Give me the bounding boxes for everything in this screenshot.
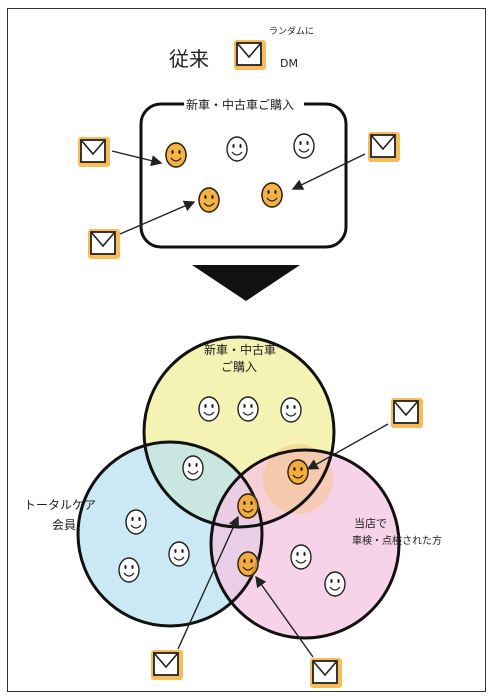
smiley-face-icon xyxy=(237,396,259,422)
smiley-face-icon xyxy=(286,458,310,486)
smiley-face-icon xyxy=(236,492,260,520)
diagram-frame: 従来 ランダムに DM 新車・中古車ご購入 新車・中古車 ご購入 トータルケア … xyxy=(7,8,486,692)
arrow xyxy=(119,200,196,235)
inspection-label-line1: 当店で xyxy=(354,516,387,530)
envelope-icon xyxy=(367,131,401,163)
new-car-label-line1: 新車・中古車 xyxy=(204,342,276,357)
smiley-face-icon xyxy=(280,397,302,423)
smiley-face-icon xyxy=(197,186,221,214)
envelope-icon xyxy=(390,397,424,429)
note-random-label: ランダムに xyxy=(269,25,314,37)
arrow xyxy=(177,515,240,650)
diagram-canvas: 従来 ランダムに DM 新車・中古車ご購入 新車・中古車 ご購入 トータルケア … xyxy=(24,25,442,689)
envelope-icon xyxy=(77,136,111,168)
smiley-face-icon xyxy=(324,571,346,597)
circle-inspection xyxy=(211,450,399,638)
smiley-face-icon xyxy=(236,550,260,578)
envelope-icon xyxy=(87,228,121,260)
box-label: 新車・中古車ご購入 xyxy=(186,97,294,112)
legend-envelope-icon xyxy=(233,39,267,71)
arrow xyxy=(291,153,366,190)
total-care-label-line1: トータルケア xyxy=(24,498,96,512)
venn-diagram xyxy=(76,335,401,640)
smiley-face-icon xyxy=(198,396,220,422)
smiley-face-icon xyxy=(293,133,315,159)
envelope-icon xyxy=(309,657,343,689)
arrow xyxy=(111,150,163,167)
smiley-face-icon xyxy=(290,544,312,570)
smiley-face-icon xyxy=(260,181,284,209)
arrow xyxy=(306,423,389,470)
note-dm-label: DM xyxy=(280,57,298,70)
arrow xyxy=(255,575,314,658)
inspection-label-line2: 車検・点検された方 xyxy=(352,534,442,547)
smiley-face-icon xyxy=(168,541,190,567)
smiley-face-icon xyxy=(182,455,204,481)
envelope-icon xyxy=(150,649,184,681)
down-arrow-icon xyxy=(192,265,300,301)
title-label: 従来 xyxy=(169,47,209,71)
smiley-face-icon xyxy=(118,557,140,583)
smiley-face-icon xyxy=(125,509,147,535)
purchase-box xyxy=(139,102,348,249)
smiley-face-icon xyxy=(226,136,248,162)
smiley-face-icon xyxy=(164,141,188,169)
new-car-label-line2: ご購入 xyxy=(221,359,257,374)
total-care-label-line2: 会員 xyxy=(52,518,76,532)
